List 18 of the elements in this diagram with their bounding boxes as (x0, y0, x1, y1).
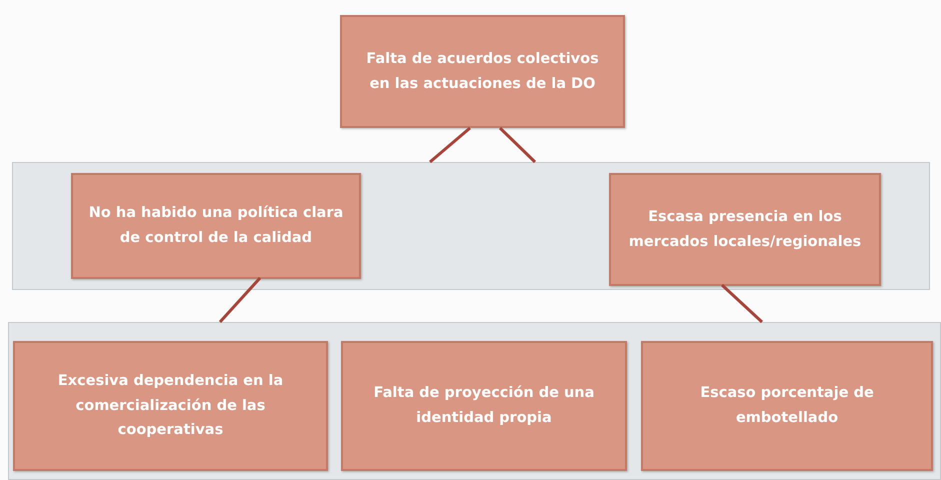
box-text: Escasa presencia en los mercados locales/regionales (628, 208, 862, 252)
connector-line (720, 284, 764, 324)
group-panel (12, 162, 930, 290)
box-text: Falta de proyección de una identidad propia (372, 384, 596, 428)
text-box (609, 173, 881, 286)
text-box (71, 173, 361, 279)
text-box (641, 341, 933, 471)
box-text: Excesiva dependencia en la comercialización de las cooperativas (56, 372, 284, 440)
box-text: No ha habido una política clara de control de la calidad (88, 204, 344, 248)
connector-line (429, 126, 471, 164)
group-panel (8, 322, 941, 480)
box-text: Escaso porcentaje de embotellado (699, 384, 875, 428)
text-box (340, 15, 625, 128)
text-box (341, 341, 627, 471)
box-text: Falta de acuerdos colectivos en las actuaciones de la DO (365, 50, 600, 94)
connector-line (498, 126, 536, 164)
text-box (13, 341, 328, 471)
connector-line (218, 277, 262, 323)
